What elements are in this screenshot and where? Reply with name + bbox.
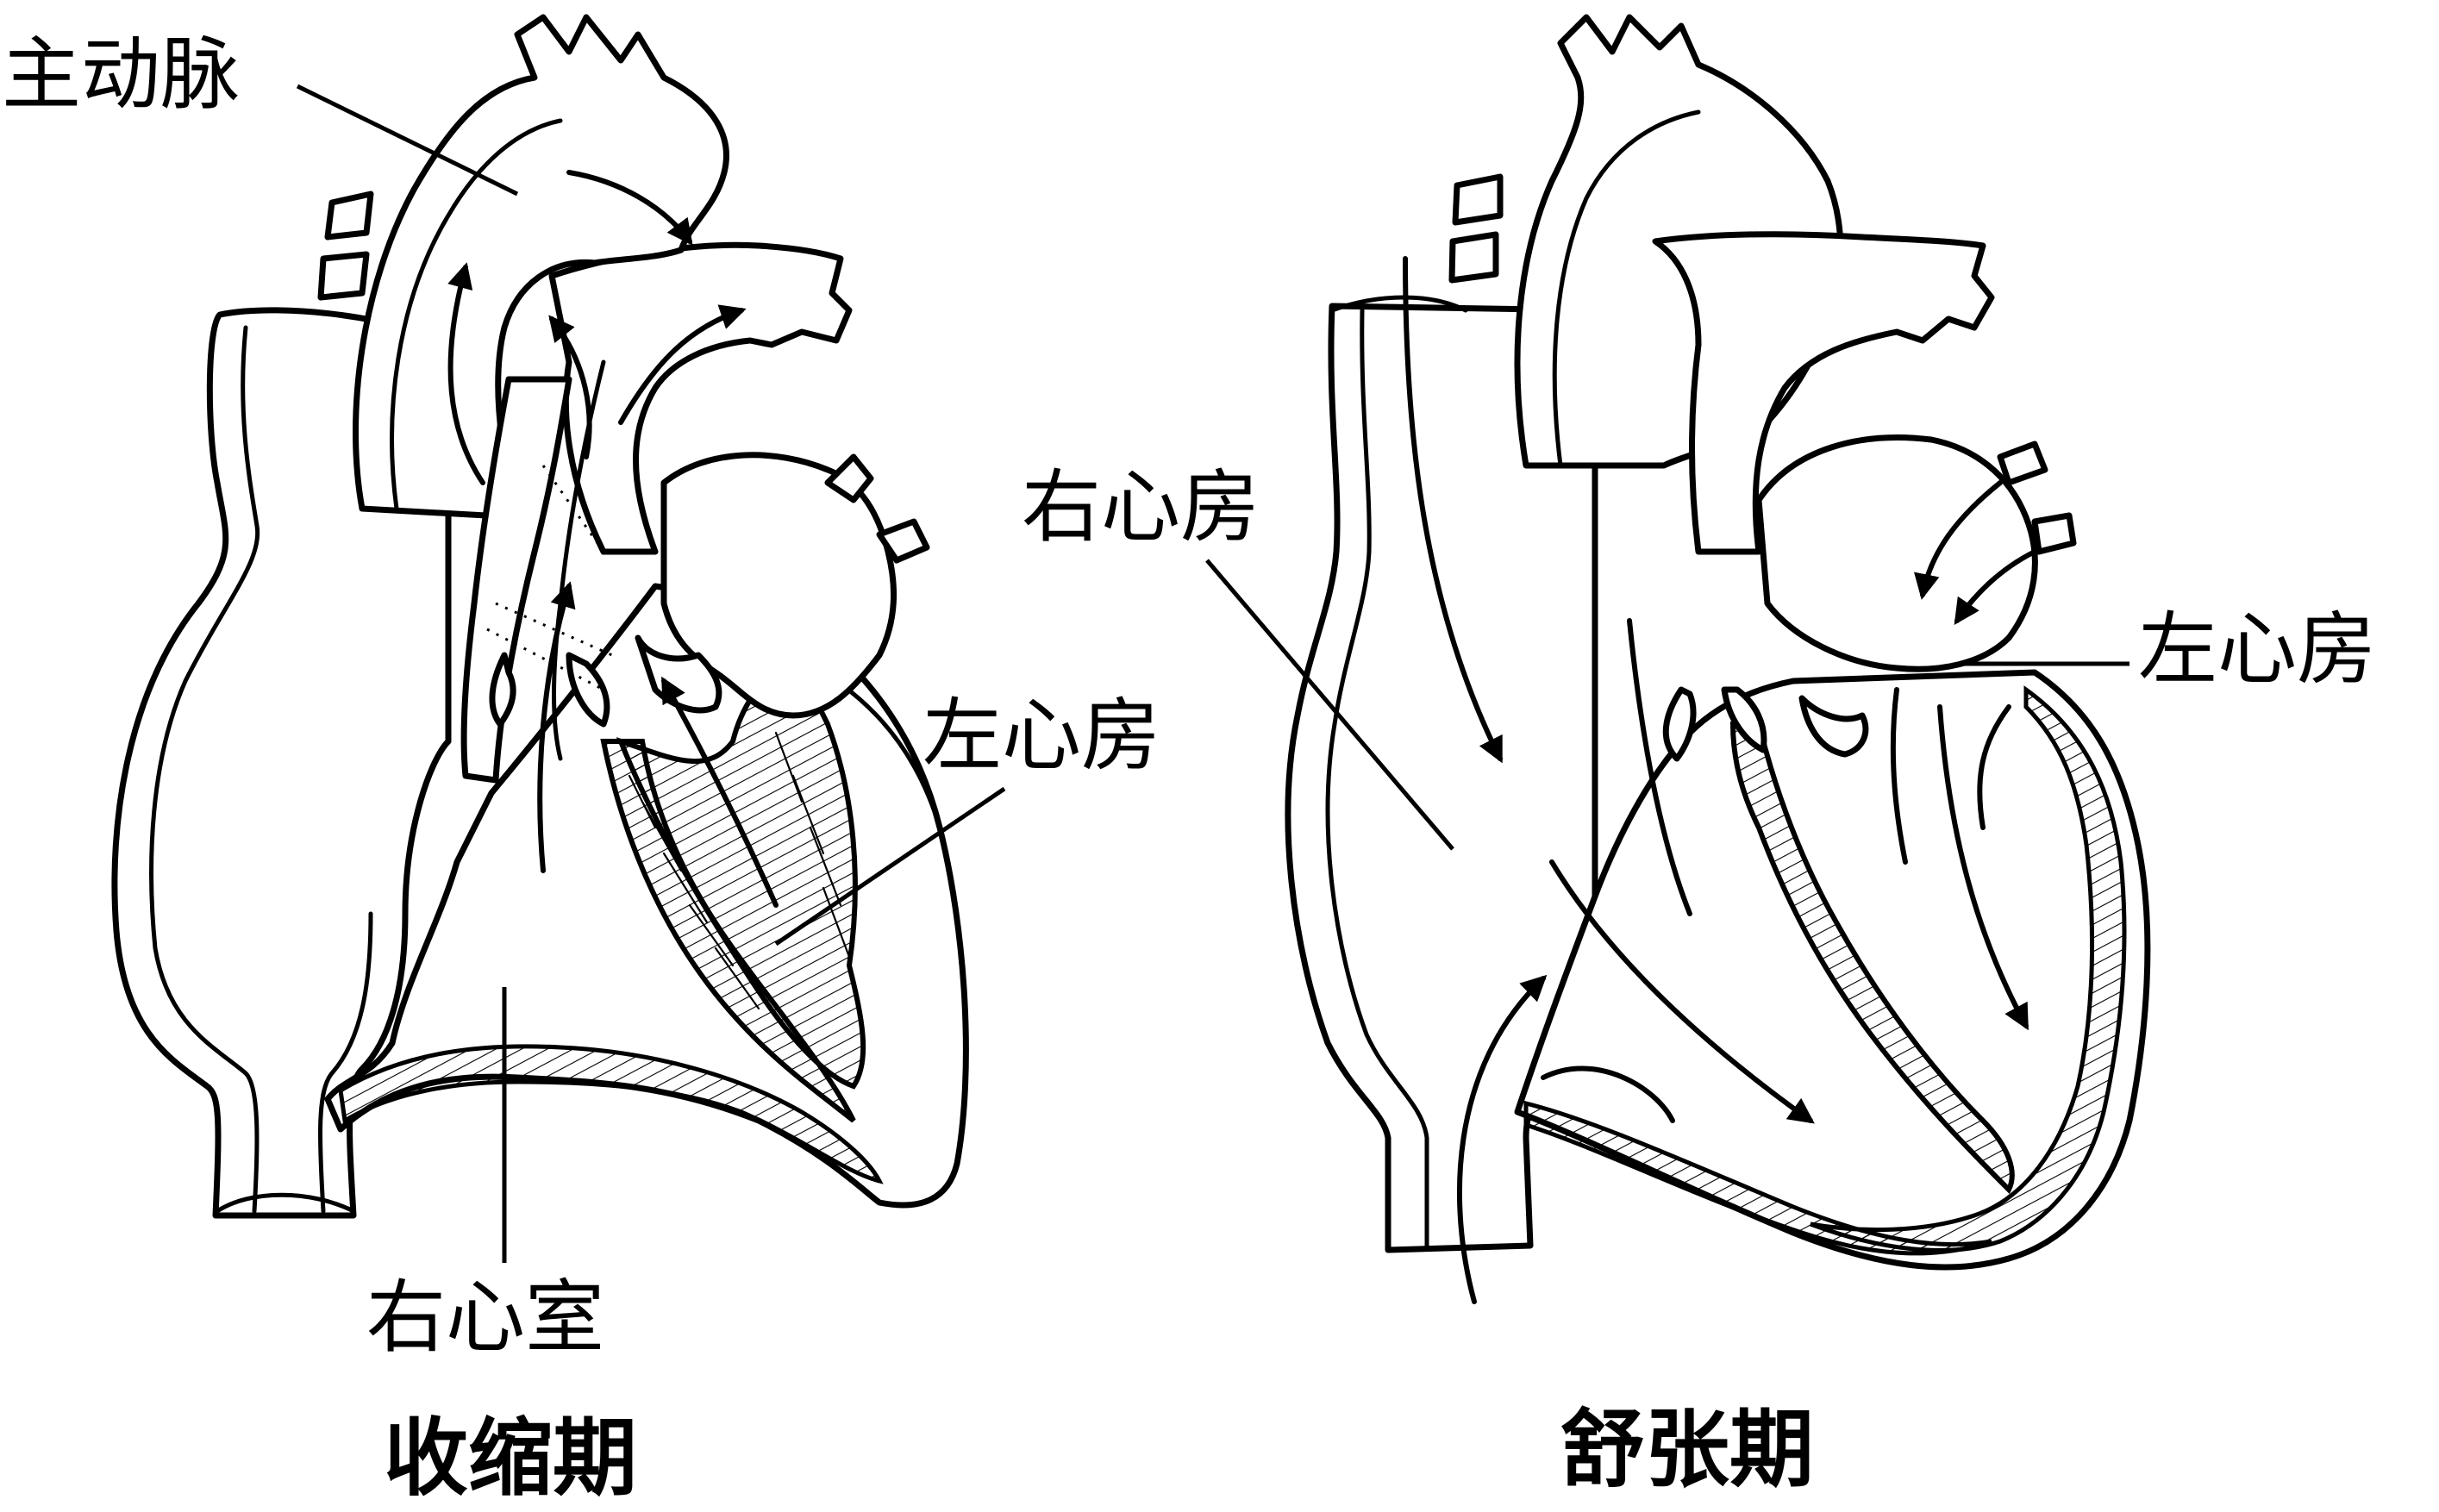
diastole-heart [1285,14,2151,1304]
aortic-valve [489,652,610,728]
diastole-flow-arrow-svc [1403,256,1503,764]
diastole-left-atrium [1755,434,2038,672]
septum [600,739,856,1123]
label-right-ventricle: 右心室 [366,1271,604,1364]
leader-diastole-right-atrium [1205,559,1454,851]
systole-flow-arrow-pulmonary [618,304,747,425]
diastole-pulmonary-artery [1652,231,1995,555]
aorta-branch-stubs [317,191,374,301]
vena-cava-inner [149,325,260,1214]
systole-flow-arrow-lv-up [661,676,779,908]
vena-cava-bottom-cap [215,1192,356,1214]
diastole-flow-arrow-la-2 [1954,549,2037,625]
label-aorta: 主动脉 [2,28,240,121]
diastole-flow-arrow-lv-2 [1937,704,2029,1031]
diastole-tricuspid-valve [1662,686,1767,762]
diastole-flow-arrow-lv-1 [1890,687,1908,865]
systole-flow-arrow-rv-up [537,581,576,873]
leader-systole-left-atrium [774,786,1006,947]
valve-dots-3 [495,602,613,657]
aorta-inner [390,118,563,511]
diastole-aorta-stubs [1448,173,1504,284]
vena-cava-inner-right [317,911,373,1214]
systole-heart [111,14,969,1219]
leader-lines [296,84,2129,1263]
right-ventricle-floor-hatch [338,1044,884,1184]
diastole-flow-arrow-la-1 [1914,480,2003,600]
pulmonary-trunk [460,376,572,784]
pulmonary-vein-stub-2 [876,518,930,564]
systole-flow-arrow-aorta-1 [447,262,485,485]
diastole-septum [1729,722,2015,1195]
pulmonary-artery [548,241,853,555]
left-ventricle-outer [791,653,968,1166]
valve-dots-2 [486,628,604,691]
diastole-floor-hatch [1523,1100,1992,1256]
myocardium-hatch-lines [628,731,851,1010]
diastole-vena-cava-inner [1325,308,1429,1248]
diastole-flow-arrow-lv-3 [1977,704,2011,830]
aorta-arch [353,14,729,521]
label-systole-left-atrium: 左心房 [922,690,1160,782]
label-diastole-right-atrium: 右心房 [1022,461,1260,553]
systole-flow-arrow-aorta-2 [548,315,592,459]
leader-aorta [296,84,519,197]
diastole-flow-arrow-septum [1627,618,1692,916]
diastole-flow-arrow-ivc [1456,974,1548,1304]
caption-diastole: 舒张期 [1560,1401,1814,1499]
diastole-flow-arrow-rv-main [1549,859,1815,1124]
caption-systole: 收缩期 [384,1409,637,1508]
diastole-pulmonary-vein-2 [2031,512,2077,555]
pulmonary-vein-stub-1 [824,453,874,503]
diastole-aorta-inner [1552,109,1701,468]
label-diastole-left-atrium: 左心房 [2138,603,2376,696]
diastole-mitral-valve [1798,695,1869,758]
diastole-flow-arrow-rv-curve [1541,1065,1675,1123]
valve-dots-1 [541,465,605,553]
diastole-pulmonary-vein-1 [1997,440,2048,486]
systole-flow-arrow-aorta-top [566,170,693,246]
